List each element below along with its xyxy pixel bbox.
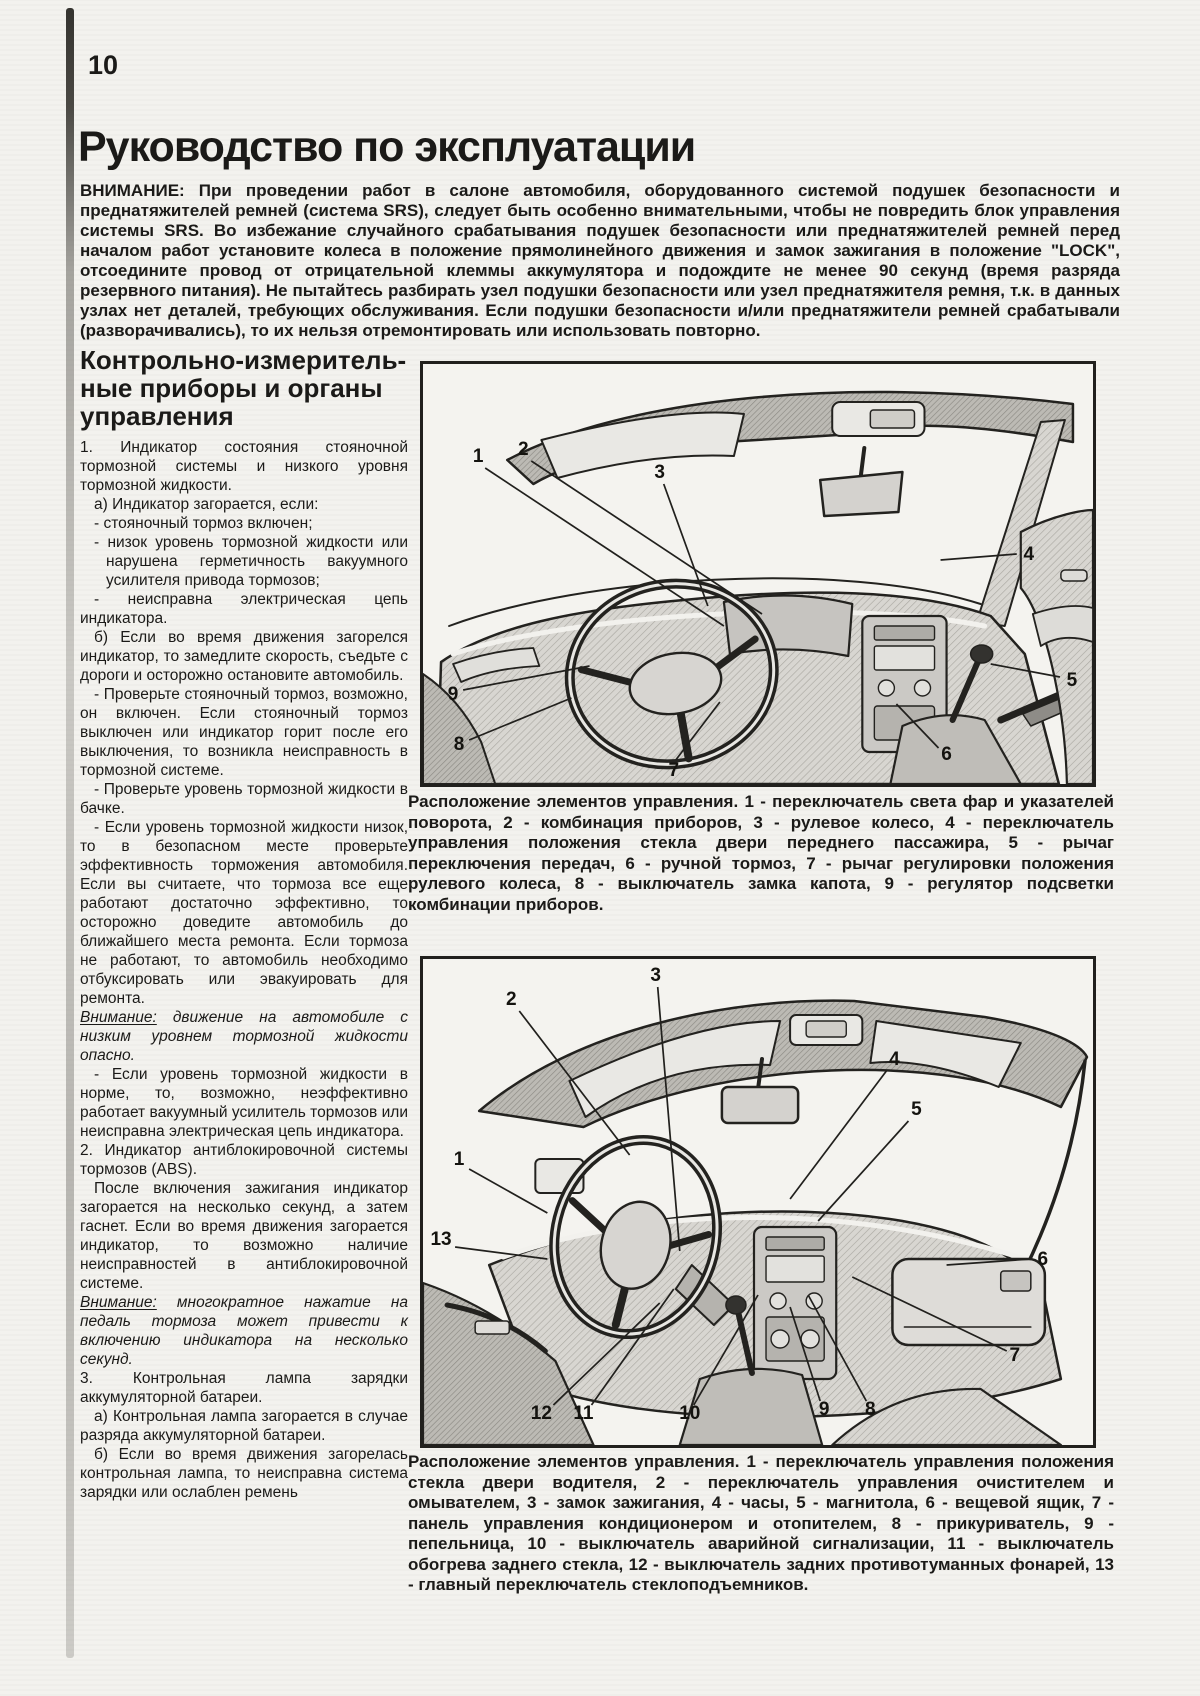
callout-number: 3 — [654, 462, 665, 483]
callout-number: 4 — [1024, 544, 1035, 565]
section-heading: Контрольно-измеритель- ные приборы и орг… — [80, 345, 407, 431]
page-number: 10 — [88, 50, 119, 80]
paragraph: 1. Индикатор состояния стояночной тормоз… — [80, 439, 408, 494]
callout-number: 8 — [865, 1399, 876, 1420]
paragraph: б) Если во время движения загорелся инди… — [80, 629, 408, 684]
paragraph: б) Если во время движения загорелась кон… — [80, 1446, 408, 1501]
paragraph: - низок уровень тормозной жидкости или н… — [94, 534, 408, 589]
paragraph: После включения зажигания индикатор заго… — [80, 1180, 408, 1292]
callout-leader-line — [590, 1288, 675, 1406]
callout-number: 13 — [430, 1229, 451, 1250]
figure-1-callouts: 1 2 3 4 5 6 7 8 9 — [448, 439, 1078, 781]
callout-number: 2 — [506, 989, 517, 1010]
callout-leader-line — [468, 1168, 548, 1214]
callout-leader-line — [693, 1294, 759, 1406]
paragraph: - неисправна электрическая цепь индикато… — [80, 591, 408, 627]
callout-leader-line — [656, 986, 681, 1252]
callout-number: 5 — [1067, 670, 1078, 691]
callout-number: 11 — [573, 1403, 594, 1424]
callout-number: 2 — [518, 439, 529, 460]
paragraph: а) Контрольная лампа загорается в случае… — [80, 1408, 408, 1444]
paragraph: - Проверьте стояночный тормоз, возможно,… — [80, 686, 408, 779]
callout-leader-line — [454, 1246, 548, 1260]
callout-leader-line — [662, 483, 709, 607]
paragraph: - Если уровень тормозной жидкости в норм… — [80, 1066, 408, 1140]
callout-leader-line — [946, 1258, 1031, 1266]
callout-leader-line — [462, 665, 590, 691]
callout-number: 7 — [668, 760, 679, 781]
callout-leader-line — [895, 703, 940, 749]
scan-binding-artifact — [66, 8, 74, 1658]
paragraph: Внимание: многократное нажатие на педаль… — [80, 1294, 408, 1368]
callout-number: 7 — [1009, 1345, 1020, 1366]
callout-leader-line — [990, 663, 1061, 678]
paragraph: а) Индикатор загорается, если: — [94, 496, 319, 513]
callout-leader-line — [807, 1294, 868, 1402]
callout-leader-line — [484, 467, 725, 627]
callout-leader-line — [675, 701, 721, 761]
callout-number: 6 — [1038, 1249, 1049, 1270]
figure-1-caption: Расположение элементов управления. 1 - п… — [408, 792, 1114, 914]
callout-leader-line — [789, 1070, 888, 1200]
figure-2-caption: Расположение элементов управления. 1 - п… — [408, 1452, 1114, 1594]
paragraph: Внимание: движение на автомобиле с низки… — [80, 1009, 408, 1064]
left-column: Контрольно-измеритель- ные приборы и орг… — [80, 346, 408, 1502]
callout-number: 12 — [531, 1403, 552, 1424]
paragraph: 3. Контрольная лампа зарядки аккумулятор… — [80, 1370, 408, 1406]
callout-number: 9 — [819, 1399, 830, 1420]
callout-number: 4 — [889, 1049, 900, 1070]
paragraph: - Если уровень тормозной жидкости низок,… — [80, 819, 408, 1007]
dashboard-illustration-driver-view — [423, 959, 1093, 1445]
callout-number: 1 — [473, 446, 484, 467]
callout-leader-line — [518, 1010, 631, 1156]
paragraph: - стояночный тормоз включен; — [94, 515, 313, 532]
callout-number: 5 — [911, 1099, 922, 1120]
paragraph: 2. Индикатор антиблокировочной системы т… — [80, 1142, 408, 1178]
callout-number: 6 — [941, 744, 952, 765]
page-title: Руководство по эксплуатации — [78, 122, 696, 171]
callout-leader-line — [940, 553, 1017, 561]
callout-number: 9 — [448, 684, 459, 705]
callout-number: 10 — [679, 1403, 700, 1424]
callout-leader-line — [552, 1302, 661, 1406]
left-column-paragraphs: 1. Индикатор состояния стояночной тормоз… — [80, 438, 408, 1502]
srs-warning-paragraph: ВНИМАНИЕ: При проведении работ в салоне … — [80, 181, 1120, 340]
callout-number: 1 — [454, 1149, 465, 1170]
callout-leader-line — [817, 1120, 910, 1222]
callout-number: 8 — [454, 734, 465, 755]
callout-leader-line — [530, 460, 763, 615]
paragraph: - Проверьте уровень тормозной жидкости в… — [80, 781, 408, 817]
callout-leader-line — [851, 1276, 1008, 1352]
callout-leader-line — [789, 1306, 821, 1402]
callout-number: 3 — [650, 965, 661, 986]
callout-leader-line — [468, 697, 572, 741]
figure-1: 1 2 3 4 5 6 7 8 9 — [420, 361, 1096, 787]
